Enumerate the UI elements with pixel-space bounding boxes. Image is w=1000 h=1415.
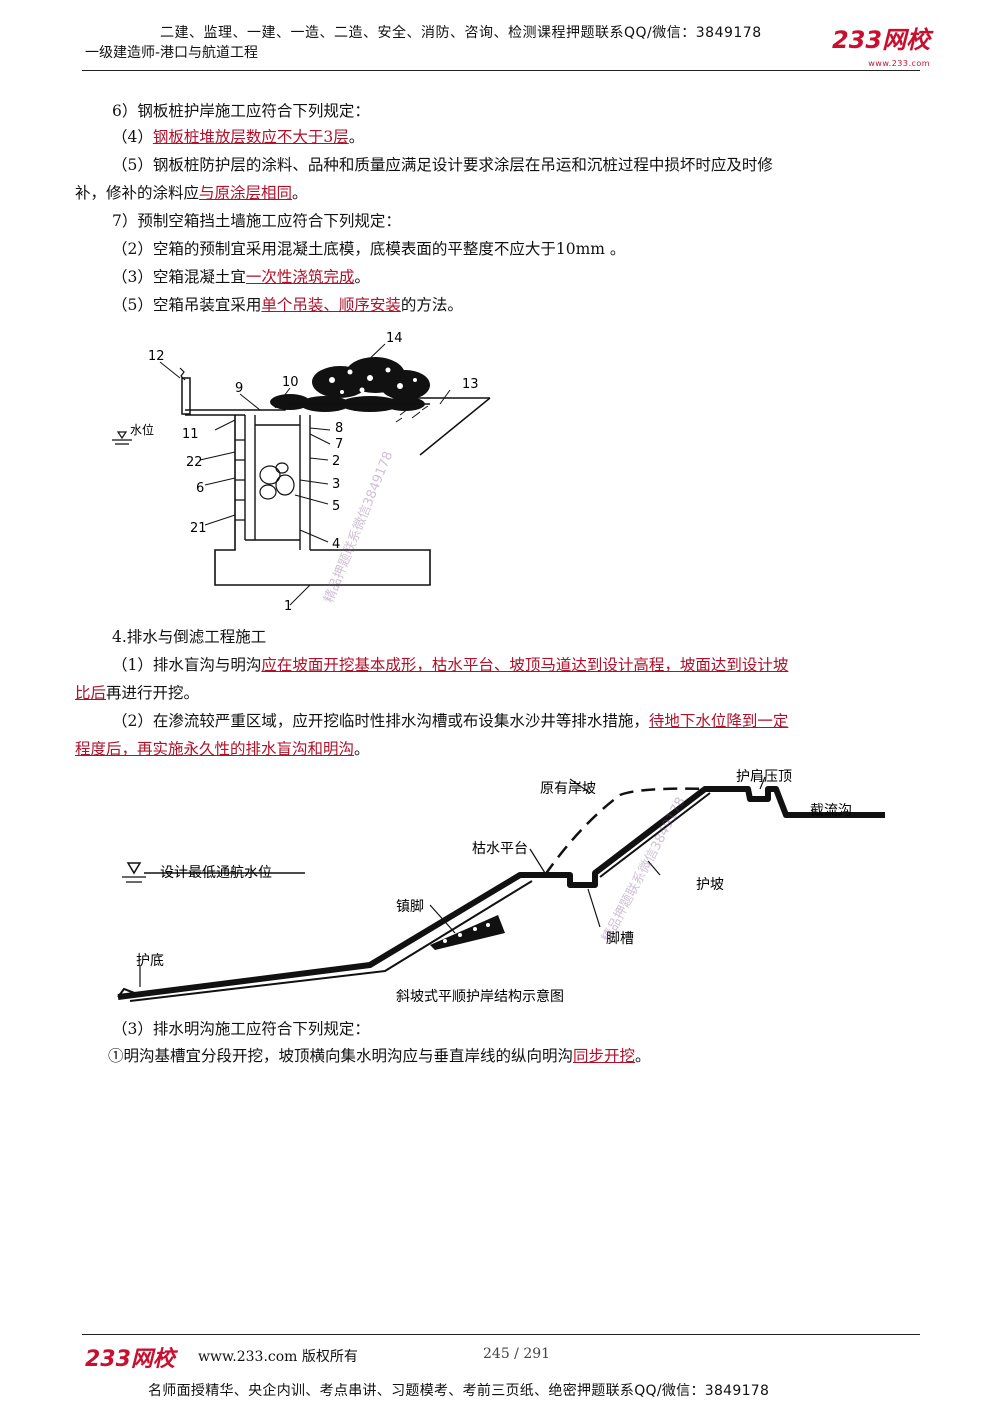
text: 。 <box>354 740 370 758</box>
figure-number: 3 <box>332 477 340 492</box>
paragraph-open-ditch-rule: ①明沟基槽宜分段开挖，坡顶横向集水明沟应与垂直岸线的纵向明沟同步开挖。 <box>108 1046 968 1066</box>
figure-number: 11 <box>182 427 199 442</box>
paragraph-bottom-mold: （2）空箱的预制宜采用混凝土底模，底模表面的平整度不应大于10mm 。 <box>112 240 626 258</box>
paragraph-seepage-cont: 程度后，再实施永久性的排水盲沟和明沟。 <box>75 739 935 759</box>
label-crest: 护肩压顶 <box>736 769 792 785</box>
text: （4） <box>112 128 153 146</box>
highlight-text: 钢板桩堆放层数应不大于3层 <box>152 128 349 146</box>
figure-number: 4 <box>332 537 340 552</box>
text: 补，修补的涂料应 <box>75 184 200 202</box>
page-number: 245 / 291 <box>483 1346 551 1362</box>
toe-block <box>430 915 505 950</box>
figure-number: 21 <box>190 521 207 536</box>
figure-number: 6 <box>196 481 204 496</box>
brand-logo: 233网校 www.233.com <box>832 28 930 76</box>
label-design-water-level: 设计最低通航水位 <box>160 865 272 881</box>
water-level-icon <box>112 431 132 445</box>
figure-number: 9 <box>235 381 243 396</box>
figure-number: 1 <box>284 599 292 614</box>
header-divider <box>82 70 920 71</box>
text: 再进行开挖。 <box>106 684 200 702</box>
paragraph-precast-box: 7）预制空箱挡土墙施工应符合下列规定： <box>112 212 401 230</box>
box-retaining-wall-figure: 水位 12 9 10 14 13 11 8 7 22 2 6 3 5 21 4 … <box>112 331 491 614</box>
paragraph-open-ditch: （3）排水明沟施工应符合下列规定： <box>112 1020 370 1038</box>
brand-logo-url: www.233.com <box>868 59 931 68</box>
paragraph-blind-ditch: （1）排水盲沟与明沟应在坡面开挖基本成形，枯水平台、坡顶马道达到设计高程，坡面达… <box>112 655 972 675</box>
highlight-text: 待地下水位降到一定 <box>648 712 789 730</box>
figure-number: 10 <box>282 375 299 390</box>
highlight-text: 比后 <box>75 684 107 702</box>
highlight-text: 程度后，再实施永久性的排水盲沟和明沟 <box>75 740 355 758</box>
text: 。 <box>635 1047 651 1065</box>
text: 。 <box>348 128 365 146</box>
paragraph-coating-cont: 补，修补的涂料应与原涂层相同。 <box>75 183 935 203</box>
paragraph-coating: （5）钢板桩防护层的涂料、品种和质量应满足设计要求涂层在吊运和沉桩过程中损坏时应… <box>112 156 773 174</box>
figure-number: 7 <box>335 437 343 452</box>
figure-number: 5 <box>332 499 340 514</box>
figure1-numbers: 12 9 10 14 13 11 8 7 22 2 6 3 5 21 4 1 <box>148 331 479 614</box>
figure-number: 2 <box>332 454 340 469</box>
label-dry-platform: 枯水平台 <box>472 841 528 857</box>
text: 的方法。 <box>400 296 463 314</box>
footer-contact-banner: 名师面授精华、央企内训、考点串讲、习题模考、考前三页纸、绝密押题联系QQ/微信：… <box>148 1383 770 1399</box>
paragraph-hoisting: （5）空箱吊装宜采用单个吊装、顺序安装的方法。 <box>112 295 972 315</box>
footer-divider <box>82 1334 920 1335</box>
label-toe-trench: 脚槽 <box>606 931 634 947</box>
figure2-caption: 斜坡式平顺护岸结构示意图 <box>396 988 564 1005</box>
brand-logo-text: 233网校 <box>832 26 931 54</box>
paragraph-concrete-pour: （3）空箱混凝土宜一次性浇筑完成。 <box>112 267 972 287</box>
text: （3）空箱混凝土宜 <box>112 268 246 286</box>
footer-copyright: www.233.com 版权所有 <box>198 1349 358 1365</box>
highlight-text: 应在坡面开挖基本成形，枯水平台、坡顶马道达到设计高程，坡面达到设计坡 <box>261 656 789 674</box>
text: （2）在渗流较严重区域，应开挖临时性排水沟槽或布设集水沙井等排水措施， <box>112 712 649 730</box>
label-bottom-protection: 护底 <box>136 953 164 969</box>
figure-number: 12 <box>148 349 165 364</box>
figure-number: 13 <box>462 377 479 392</box>
label-slope-protection: 护坡 <box>696 877 724 893</box>
text: ①明沟基槽宜分段开挖，坡顶横向集水明沟应与垂直岸线的纵向明沟 <box>108 1047 574 1065</box>
section-heading-drainage: 4.排水与倒滤工程施工 <box>112 628 267 646</box>
highlight-text: 单个吊装、顺序安装 <box>261 296 401 314</box>
figure2-labels: 原有岸坡 护肩压顶 截流沟 枯水平台 设计最低通航水位 护坡 镇脚 脚槽 护底 <box>136 769 852 969</box>
soil-hatch <box>395 405 429 423</box>
vegetation <box>270 357 430 412</box>
design-water-level-icon <box>122 862 146 883</box>
revetment-profile <box>117 786 885 1000</box>
paragraph-stack-layers: （4）钢板桩堆放层数应不大于3层。 <box>112 127 972 147</box>
label-toe: 镇脚 <box>396 899 424 915</box>
header-subtitle: 一级建造师-港口与航道工程 <box>85 45 259 61</box>
figure-number: 8 <box>335 421 343 436</box>
post-12 <box>181 377 191 415</box>
text: 。 <box>292 184 308 202</box>
highlight-text: 一次性浇筑完成 <box>245 268 355 286</box>
fill-stones <box>259 462 295 500</box>
footer-logo: 233网校 <box>85 1347 175 1372</box>
original-bank-line <box>543 787 711 876</box>
highlight-text: 同步开挖 <box>573 1047 636 1065</box>
paragraph-steel-sheet-pile: 6）钢板桩护岸施工应符合下列规定： <box>112 102 370 120</box>
paragraph-seepage: （2）在渗流较严重区域，应开挖临时性排水沟槽或布设集水沙井等排水措施，待地下水位… <box>112 711 972 731</box>
text: （5）空箱吊装宜采用 <box>112 296 262 314</box>
highlight-text: 与原涂层相同 <box>199 184 293 202</box>
label-intercept-ditch: 截流沟 <box>810 803 852 819</box>
header-contact-banner: 二建、监理、一建、一造、二造、安全、消防、咨询、检测课程押题联系QQ/微信：38… <box>160 25 762 41</box>
text: （1）排水盲沟与明沟 <box>112 656 262 674</box>
paragraph-blind-ditch-cont: 比后再进行开挖。 <box>75 683 935 703</box>
label-original-bank: 原有岸坡 <box>540 781 596 797</box>
water-level-label: 水位 <box>130 422 154 437</box>
slope-revetment-figure: 原有岸坡 护肩压顶 截流沟 枯水平台 设计最低通航水位 护坡 镇脚 脚槽 护底 … <box>117 769 885 1005</box>
figure-number: 22 <box>186 455 203 470</box>
text: 。 <box>354 268 370 286</box>
figure-number: 14 <box>386 331 403 346</box>
